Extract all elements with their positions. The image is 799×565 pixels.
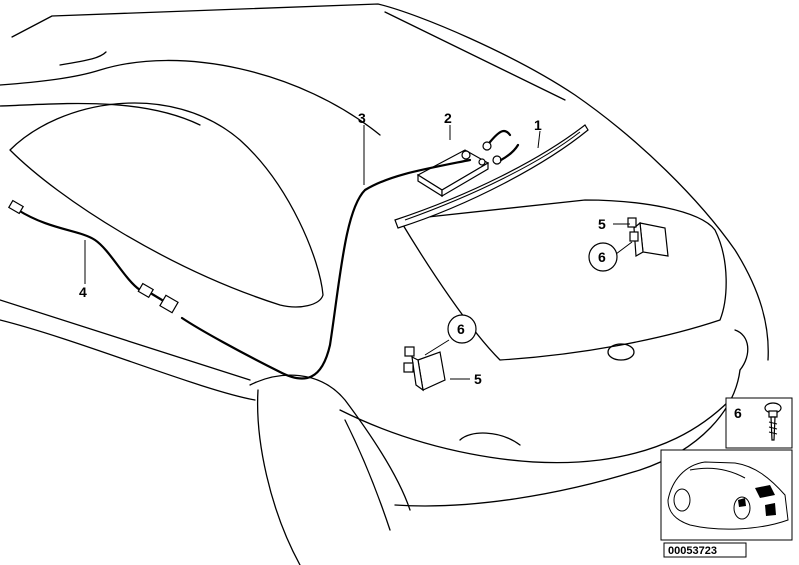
extension-cable[interactable] [7,199,179,314]
callout-1: 1 [534,117,542,133]
diagram-code-box [663,542,747,558]
screw-icon [764,402,782,441]
callout-4: 4 [79,284,87,300]
car-body-outline [0,3,769,565]
leader-lines [84,125,633,380]
brake-light-strip [394,124,589,229]
legend-screw-box: 6 [725,397,793,449]
callout-6-upper: 6 [598,249,606,265]
rear-emblem [607,343,635,361]
interference-suppressor-upper[interactable] [627,217,669,257]
callout-6-lower: 6 [457,321,465,337]
wheel-arch [249,374,411,511]
callout-5-upper: 5 [598,216,606,232]
callout-3: 3 [358,110,366,126]
callout-6-lower-circle [447,314,477,344]
rear-window [399,199,727,361]
callout-5-lower: 5 [474,371,482,387]
diagram-code: 00053723 [668,545,717,557]
side-window [9,102,324,308]
interference-suppressor-lower[interactable] [403,346,446,392]
callout-2: 2 [444,110,452,126]
antenna-amplifier[interactable] [416,129,520,198]
callout-6-upper-circle [588,242,618,272]
locator-thumbnail [660,449,793,541]
legend-callout-6: 6 [734,405,742,421]
antenna-cable[interactable] [180,158,472,380]
